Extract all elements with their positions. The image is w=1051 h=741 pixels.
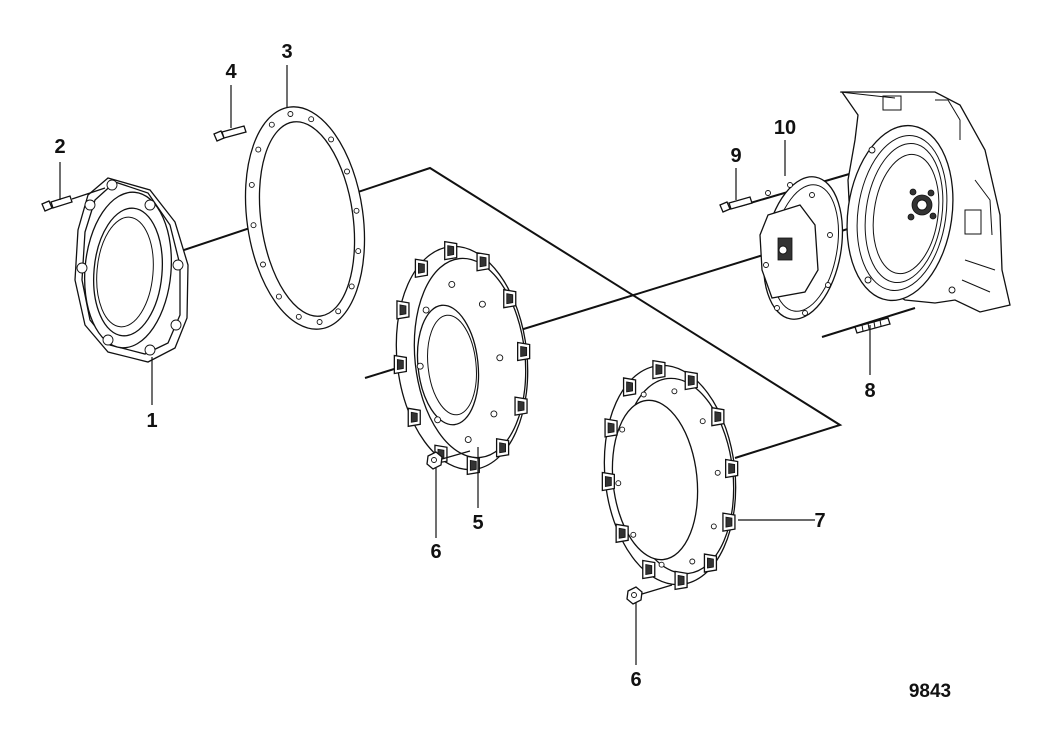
part-2-bolt <box>41 187 106 212</box>
part-1-adapter-housing <box>74 177 189 363</box>
coupler-lug-slot <box>607 422 615 434</box>
coupler-lug-slot <box>626 381 633 393</box>
callout-1: 1 <box>146 410 157 432</box>
bolt-hole <box>248 181 255 188</box>
part-6-nut-upper <box>426 450 471 470</box>
bolt-hole <box>287 111 294 117</box>
bolt-hole <box>355 248 362 255</box>
bolt-hole <box>710 523 717 530</box>
alignment-line-stud <box>821 307 916 338</box>
bolt-hole <box>308 116 315 123</box>
callout-9: 9 <box>730 145 741 167</box>
bolt-hole <box>671 388 678 395</box>
coupler-lug-slot <box>655 364 663 376</box>
part-10-hub-plate <box>759 176 844 320</box>
coupler-lug-slot <box>677 574 685 586</box>
bolt-hole <box>344 168 350 175</box>
engine-flywheel-housing <box>839 91 1011 313</box>
part-6-nut-lower <box>626 584 673 605</box>
coupler-lug-slot <box>469 459 477 471</box>
callout-leaders <box>59 65 871 665</box>
part-3-gasket <box>244 106 366 330</box>
coupler-lug-slot <box>399 304 407 316</box>
coupler-lug-slot <box>687 374 695 386</box>
part-9-bolt <box>719 196 753 213</box>
bolt-hole <box>250 222 257 229</box>
coupler-lug-slot <box>520 346 528 357</box>
bolt-hole <box>714 469 721 476</box>
part-4-bolt <box>213 125 247 142</box>
bolt-hole <box>619 426 626 433</box>
bolt-hole <box>255 146 262 153</box>
bolt-hole <box>699 418 706 425</box>
bolt-hole <box>689 558 696 565</box>
callout-5: 5 <box>472 512 483 534</box>
bolt-hole <box>478 300 486 308</box>
bolt-hole <box>353 207 360 214</box>
bolt-hole <box>268 121 275 128</box>
coupler-lug-slot <box>707 557 714 569</box>
callout-7: 7 <box>814 510 825 532</box>
coupler-lug-slot <box>645 564 653 576</box>
bolt-hole <box>615 480 622 487</box>
bolt-hole <box>295 313 302 320</box>
bolt-hole <box>348 283 355 290</box>
bolt-hole <box>630 531 637 538</box>
coupler-lug-slot <box>499 442 507 454</box>
bolt-hole <box>275 293 282 300</box>
bolt-hole <box>416 362 424 370</box>
callout-2: 2 <box>54 136 65 158</box>
coupler-lug-slot <box>417 262 425 274</box>
callout-4: 4 <box>225 61 237 83</box>
bolt-hole <box>448 280 456 288</box>
part-7-coupler <box>601 359 739 591</box>
callout-6-upper: 6 <box>430 541 441 563</box>
bolt-hole <box>490 410 498 418</box>
coupler-lug-slot <box>479 256 487 268</box>
figure-number: 9843 <box>909 681 951 702</box>
coupler-lug-slot <box>517 400 525 412</box>
bolt-hole <box>260 261 266 268</box>
callout-3: 3 <box>281 41 292 63</box>
bolt-hole <box>434 416 442 424</box>
part-5-coupler <box>393 240 531 476</box>
bolt-hole <box>422 306 430 314</box>
coupler-lug-slot <box>728 463 736 474</box>
coupler-lug-slot <box>506 293 514 305</box>
bolt-hole <box>464 436 472 444</box>
callout-labels: 1 2 3 4 5 6 6 7 8 9 10 <box>54 41 875 691</box>
coupler-lug-slot <box>725 516 733 528</box>
callout-6-lower: 6 <box>630 669 641 691</box>
coupler-lug-slot <box>714 411 722 423</box>
callout-8: 8 <box>864 380 875 402</box>
coupler-lug-slot <box>618 527 626 539</box>
bolt-hole <box>335 308 342 315</box>
part-8-stud <box>854 317 891 334</box>
callout-10: 10 <box>774 117 796 139</box>
bolt-hole <box>640 391 647 398</box>
bolt-hole <box>658 561 665 568</box>
coupler-lug-slot <box>410 411 418 423</box>
coupler-lug-slot <box>447 245 455 257</box>
coupler-lug-slot <box>604 476 612 487</box>
bolt-hole <box>316 319 323 325</box>
bolt-hole <box>496 354 504 362</box>
coupler-lug-slot <box>396 359 404 370</box>
bolt-hole <box>328 136 335 143</box>
